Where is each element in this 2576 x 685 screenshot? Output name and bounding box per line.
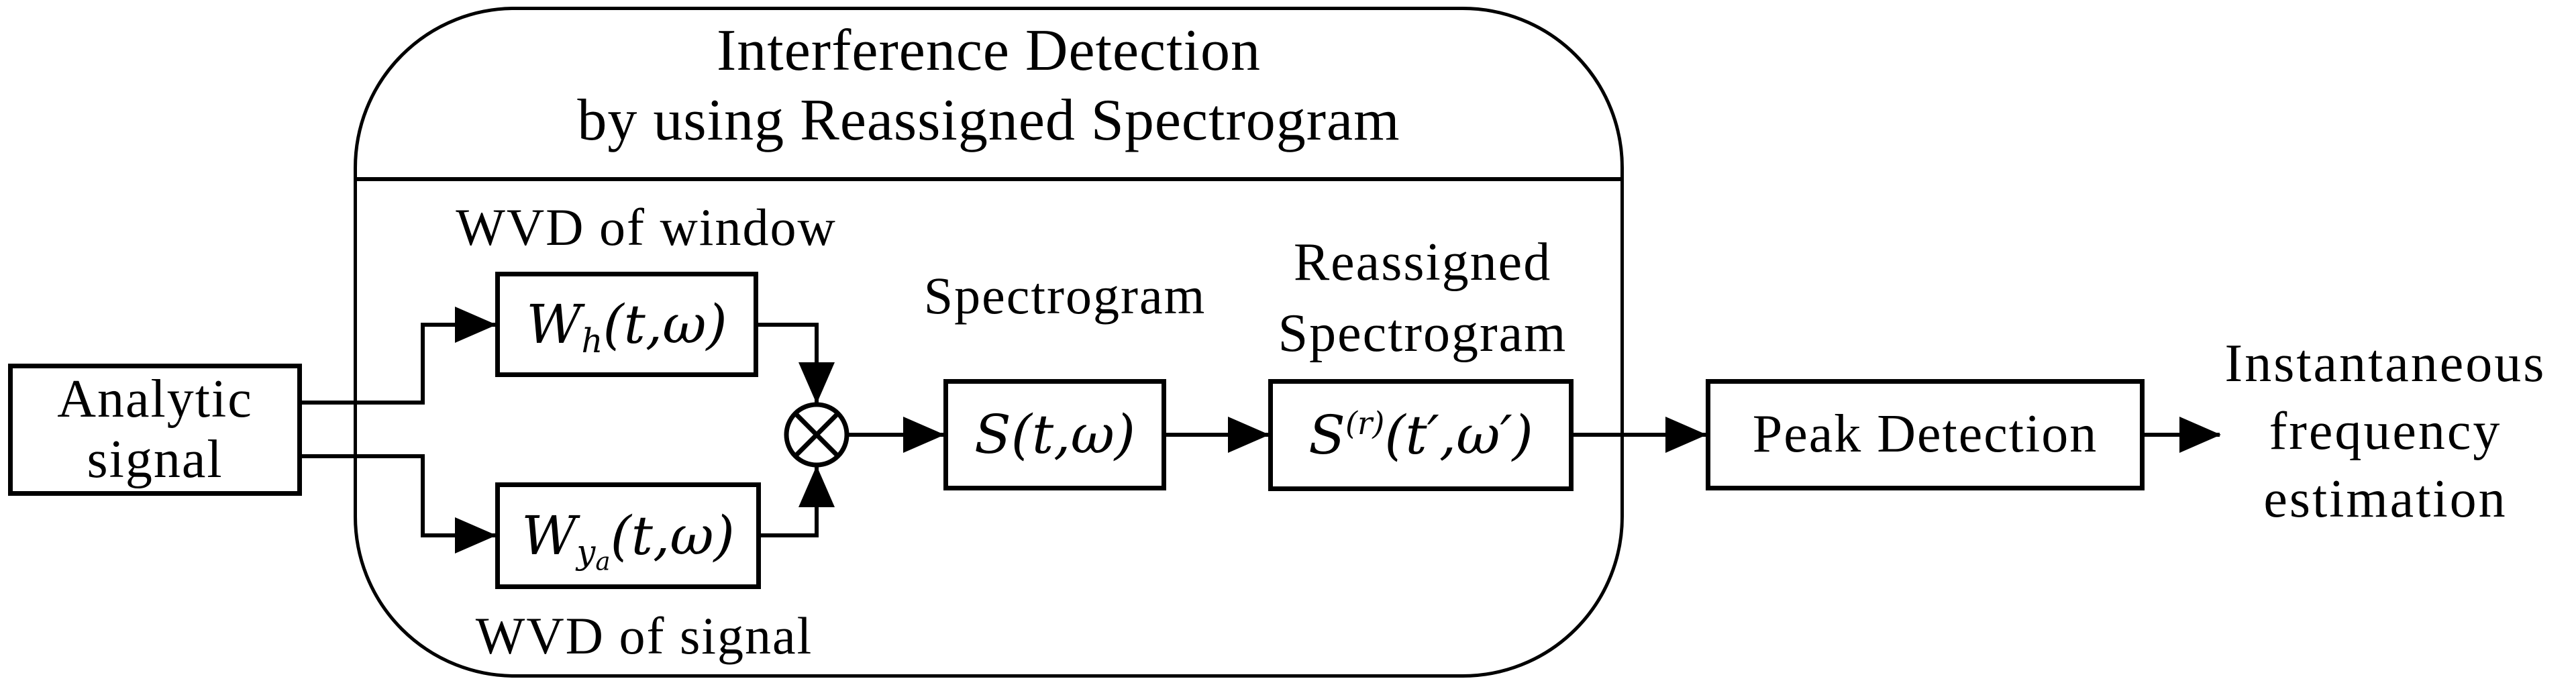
output-line1: Instantaneous: [2224, 334, 2546, 393]
wvd-signal-box: Wya(t,ω): [495, 482, 761, 589]
reassigned-caption-line2: Spectrogram: [1278, 304, 1567, 363]
formula-args: (t′,ω′): [1384, 403, 1533, 466]
formula-args: (t,ω): [603, 293, 727, 356]
formula-args: (t,ω): [610, 504, 735, 567]
formula-base: S: [974, 403, 1011, 466]
formula-base: S: [1308, 403, 1345, 466]
wvd-of-signal-caption: WVD of signal: [475, 607, 813, 665]
formula-sub: h: [581, 321, 603, 360]
spectrogram-formula: S(t,ω): [974, 405, 1135, 465]
formula-args: (t,ω): [1011, 403, 1136, 466]
spectrogram-caption: Spectrogram: [923, 266, 1206, 325]
formula-base: W: [526, 293, 582, 356]
analytic-signal-box: Analytic signal: [8, 364, 302, 496]
reassigned-formula: S(r)(t′,ω′): [1308, 405, 1533, 466]
formula-sup: (r): [1345, 405, 1385, 441]
output-line3: estimation: [2263, 470, 2508, 529]
wvd-of-window-caption: WVD of window: [456, 198, 837, 256]
group-title: Interference Detection by using Reassign…: [354, 16, 1624, 156]
formula-sub-main: y: [576, 532, 596, 572]
analytic-signal-line2: signal: [87, 429, 223, 489]
output-line2: frequency: [2269, 402, 2502, 461]
wvd-signal-formula: Wya(t,ω): [521, 504, 735, 573]
formula-base: W: [521, 504, 577, 567]
spectrogram-box: S(t,ω): [943, 379, 1166, 490]
analytic-signal-line1: Analytic: [57, 369, 253, 429]
peak-detection-box: Peak Detection: [1706, 379, 2145, 490]
reassigned-spectrogram-box: S(r)(t′,ω′): [1268, 379, 1574, 491]
group-title-line1: Interference Detection: [716, 18, 1261, 83]
reassigned-caption-line1: Reassigned: [1293, 233, 1552, 292]
peak-detection-label: Peak Detection: [1752, 405, 2098, 464]
wvd-window-box: Wh(t,ω): [495, 272, 758, 377]
output-text: Instantaneous frequency estimation: [2201, 330, 2570, 533]
group-title-line2: by using Reassigned Spectrogram: [577, 88, 1400, 153]
formula-subsub: a: [595, 545, 611, 576]
reassigned-spectrogram-caption: Reassigned Spectrogram: [1248, 227, 1597, 369]
formula-sub: ya: [576, 532, 610, 574]
wvd-window-formula: Wh(t,ω): [526, 293, 727, 357]
